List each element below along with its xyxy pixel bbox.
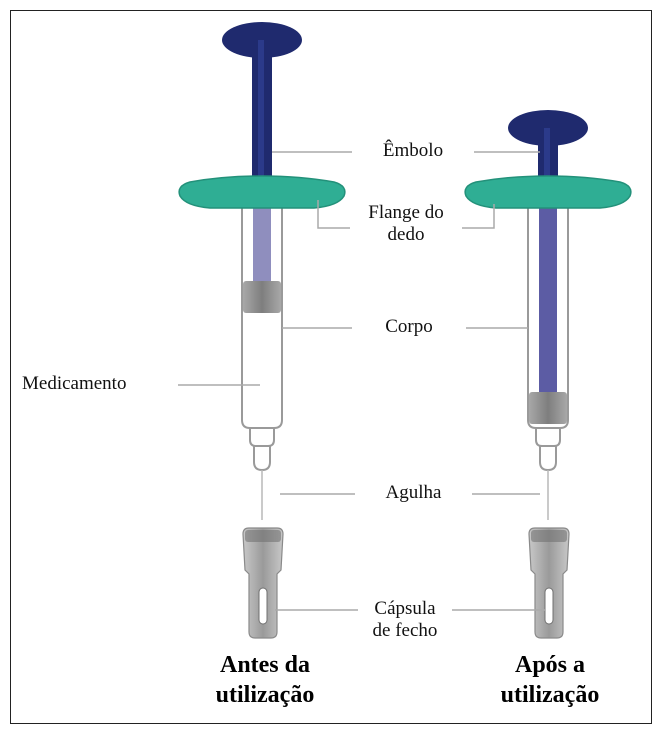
label-needle-cap: Cápsula de fecho	[345, 598, 465, 642]
syringe-after-use	[464, 110, 632, 639]
label-finger-flange: Flange do dedo	[340, 202, 472, 246]
caption-before-use: Antes da utilização	[180, 650, 350, 710]
label-medicine: Medicamento	[22, 373, 127, 394]
caption-after-use: Após a utilização	[465, 650, 635, 710]
stopper-after	[529, 392, 567, 424]
caption-after-line1: Após a	[514, 652, 586, 678]
label-finger-flange-line2: dedo	[387, 224, 425, 245]
leader-lines	[178, 151, 545, 611]
label-needle-cap-line1: Cápsula	[374, 598, 436, 619]
caption-before-line1: Antes da	[219, 652, 310, 678]
needle-cap-before	[242, 527, 284, 639]
label-barrel: Corpo	[385, 316, 433, 337]
caption-before-line2: utilização	[215, 682, 315, 708]
label-plunger: Êmbolo	[382, 140, 444, 161]
label-finger-flange-line1: Flange do	[368, 202, 444, 223]
stopper-before	[243, 281, 281, 313]
caption-after-line2: utilização	[500, 682, 600, 708]
label-needle: Agulha	[385, 482, 442, 503]
syringe-before-use	[178, 22, 346, 639]
label-needle-cap-line2: de fecho	[372, 620, 438, 641]
finger-flange-before	[178, 175, 346, 209]
finger-flange-after	[464, 175, 632, 209]
